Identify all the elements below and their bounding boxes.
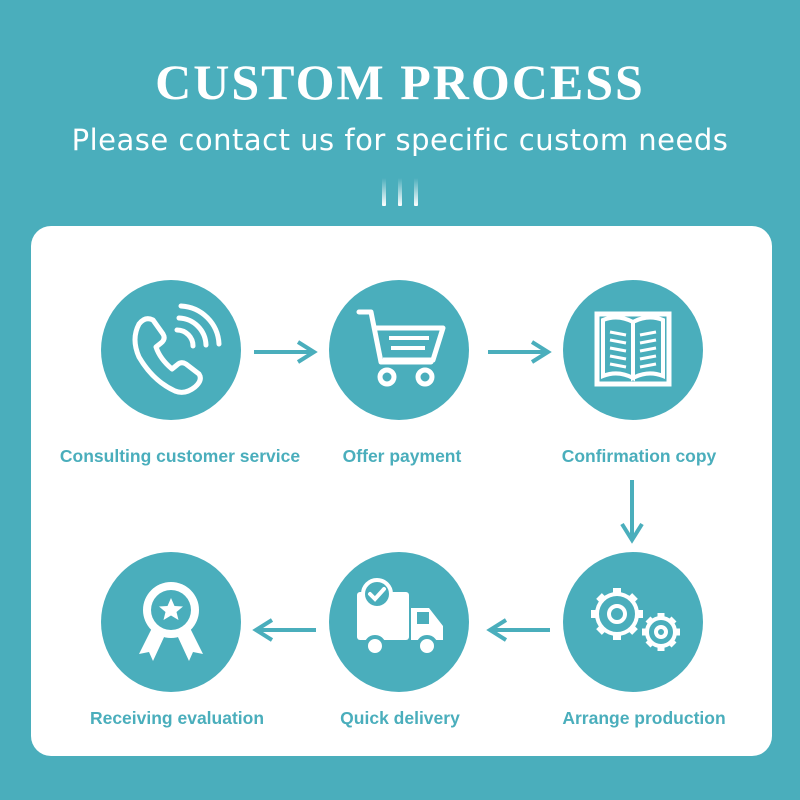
page-title: CUSTOM PROCESS (155, 54, 645, 110)
step-label: Quick delivery (340, 708, 460, 728)
gears-icon (591, 588, 680, 651)
step-confirmation-copy (563, 280, 703, 420)
step-consulting (101, 280, 241, 420)
arrow-left-icon (486, 618, 550, 642)
step-label: Offer payment (342, 446, 462, 466)
step-arrange-production (563, 552, 703, 692)
arrow-right-icon (254, 340, 318, 364)
arrow-down-icon (620, 480, 644, 544)
open-book-icon (594, 311, 672, 387)
step-label: Arrange production (562, 708, 726, 728)
step-label: Receiving evaluation (89, 708, 265, 728)
arrow-left-icon (252, 618, 316, 642)
phone-icon (132, 303, 222, 395)
step-offer-payment (329, 280, 469, 420)
step-label: Confirmation copy (561, 446, 717, 466)
divider-bars-icon (380, 178, 420, 206)
delivery-truck-icon (357, 578, 443, 657)
shopping-cart-icon (356, 309, 446, 387)
step-label: Consulting customer service (59, 446, 301, 466)
arrow-right-icon (488, 340, 552, 364)
step-quick-delivery (329, 552, 469, 692)
award-badge-icon (139, 582, 203, 661)
page-subtitle: Please contact us for specific custom ne… (71, 123, 729, 157)
step-receiving-evaluation (101, 552, 241, 692)
